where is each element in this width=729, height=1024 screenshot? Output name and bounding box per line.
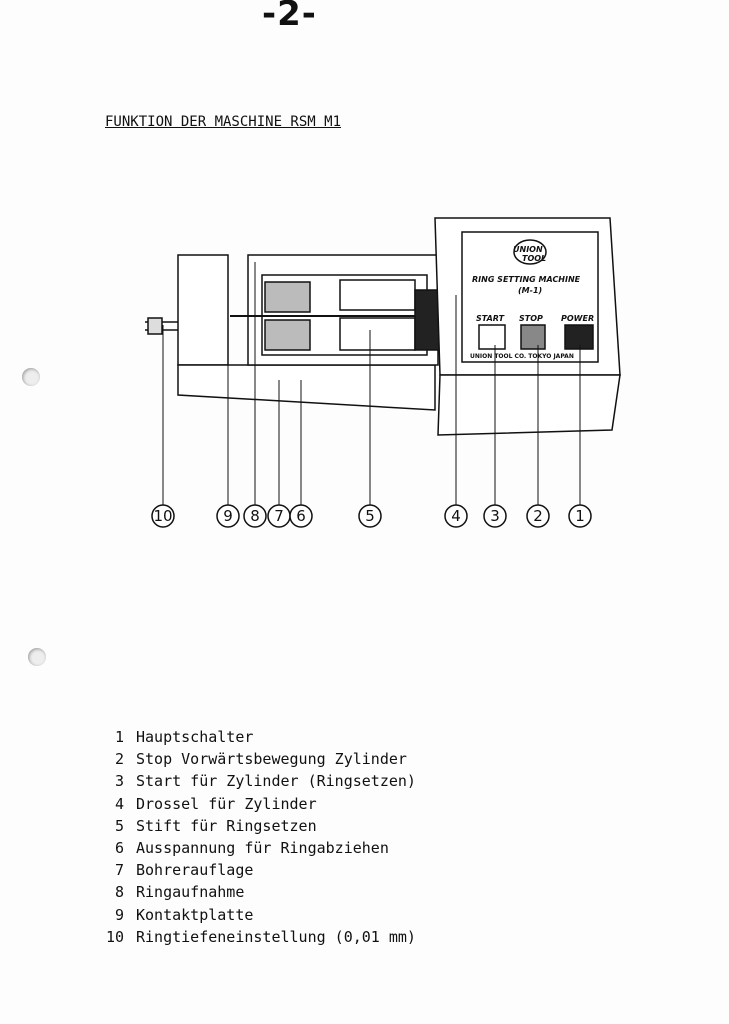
legend-number: 6 (114, 839, 124, 858)
callout-number: 6 (296, 507, 306, 525)
legend-item: 3 Start für Zylinder (Ringsetzen) (94, 770, 416, 792)
legend-item: 8 Ringaufnahme (94, 881, 416, 903)
legend-text: Ausspannung für Ringabziehen (136, 839, 389, 858)
page-title: FUNKTION DER MASCHINE RSM M1 (105, 114, 342, 130)
callout-2: 2 (526, 504, 550, 528)
legend-number: 1 (114, 728, 124, 746)
legend-item: 1 Hauptschalter (94, 726, 416, 748)
start-label: START (476, 314, 505, 323)
legend-item: 4 Drossel für Zylinder (94, 793, 416, 815)
callout-6: 6 (289, 504, 313, 528)
callout-number: 9 (223, 507, 233, 525)
legend-item: 10 Ringtiefeneinstellung (0,01 mm) (94, 926, 416, 948)
callout-10: 10 (151, 504, 175, 528)
end-block (177, 254, 229, 366)
callout-4: 4 (444, 504, 468, 528)
legend-text: Drossel für Zylinder (136, 794, 317, 813)
legend-item: 9 Kontaktplatte (94, 904, 416, 926)
legend-number: 9 (114, 905, 124, 924)
callout-3: 3 (483, 504, 507, 528)
legend-item: 5 Stift für Ringsetzen (94, 815, 416, 837)
legend-text: Ringaufnahme (136, 883, 245, 902)
callout-1: 1 (568, 504, 592, 528)
legend-text: Start für Zylinder (Ringsetzen) (136, 772, 416, 791)
callout-number: 5 (365, 507, 375, 525)
machine-model: (M-1) (518, 286, 542, 295)
legend-item: 6 Ausspannung für Ringabziehen (94, 837, 416, 859)
start-button[interactable] (478, 324, 506, 350)
legend-item: 7 Bohrerauflage (94, 859, 416, 881)
callout-number: 7 (274, 507, 284, 525)
callout-number: 4 (451, 507, 461, 525)
legend-text: Stift für Ringsetzen (136, 816, 317, 835)
stop-label: STOP (519, 314, 543, 323)
legend-number: 7 (114, 861, 124, 880)
callout-5: 5 (358, 504, 382, 528)
callout-number: 3 (490, 507, 500, 525)
legend-text: Ringtiefeneinstellung (0,01 mm) (136, 927, 416, 946)
legend-number: 2 (114, 750, 124, 769)
punch-hole (28, 648, 46, 666)
legend-number: 8 (114, 883, 124, 902)
callout-number: 2 (533, 507, 543, 525)
callout-8: 8 (243, 504, 267, 528)
legend-item: 2 Stop Vorwärtsbewegung Zylinder (94, 748, 416, 770)
legend-text: Stop Vorwärtsbewegung Zylinder (136, 750, 407, 769)
legend-number: 10 (105, 927, 124, 946)
legend-text: Bohrerauflage (136, 861, 254, 880)
legend-number: 3 (114, 772, 124, 791)
legend-text: Kontaktplatte (136, 905, 254, 924)
panel-footer: UNION TOOL CO. TOKYO JAPAN (470, 353, 574, 360)
legend-list: 1 Hauptschalter 2 Stop Vorwärtsbewegung Zy… (94, 726, 416, 948)
legend-number: 4 (114, 794, 124, 813)
punch-hole (22, 368, 40, 386)
stop-button[interactable] (520, 324, 546, 350)
brand-line2: TOOL (522, 254, 546, 263)
power-label: POWER (561, 314, 594, 323)
brand-line1: UNION (513, 245, 543, 254)
legend-number: 5 (114, 816, 124, 835)
page-number: -2- (262, 0, 317, 34)
machine-diagram: UNION TOOL RING SETTING MACHINE (M-1) ST… (145, 217, 621, 528)
power-switch[interactable] (564, 324, 594, 350)
callout-7: 7 (267, 504, 291, 528)
callout-number: 10 (153, 507, 172, 525)
legend-text: Hauptschalter (136, 728, 254, 746)
callout-number: 1 (575, 507, 585, 525)
callout-9: 9 (216, 504, 240, 528)
machine-name: RING SETTING MACHINE (472, 275, 581, 284)
callout-number: 8 (250, 507, 260, 525)
